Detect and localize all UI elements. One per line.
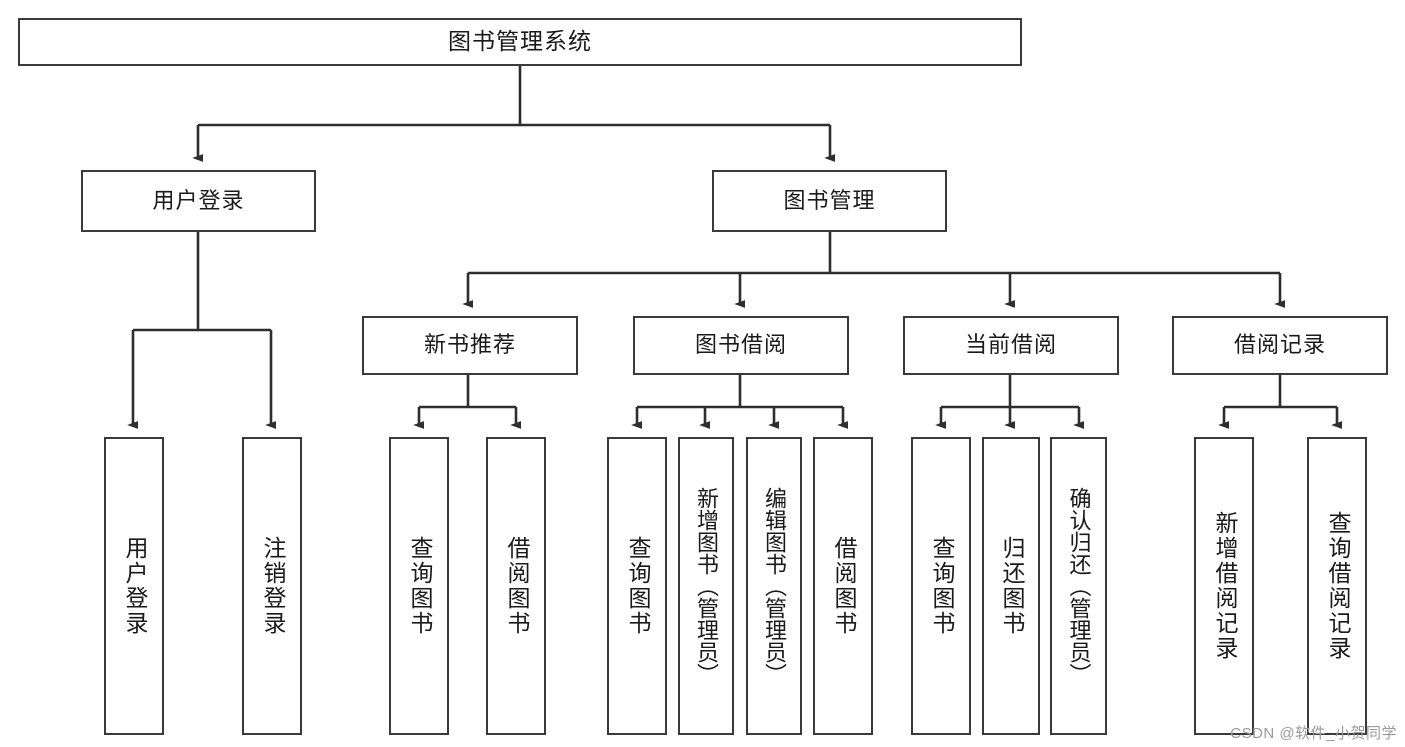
node-leaf-query-book-1[interactable]: 查询图书 bbox=[389, 437, 449, 735]
node-label: 借阅图书 bbox=[503, 536, 530, 636]
node-label: 新书推荐 bbox=[423, 332, 516, 358]
node-leaf-edit-book[interactable]: 编辑图书（管理员） bbox=[746, 437, 802, 735]
node-current-borrow[interactable]: 当前借阅 bbox=[903, 316, 1119, 375]
node-label: 当前借阅 bbox=[964, 332, 1057, 358]
node-leaf-user-login[interactable]: 用户登录 bbox=[104, 437, 164, 735]
node-leaf-add-record[interactable]: 新增借阅记录 bbox=[1194, 437, 1254, 735]
node-leaf-confirm-return[interactable]: 确认归还（管理员） bbox=[1050, 437, 1107, 735]
node-book-borrow[interactable]: 图书借阅 bbox=[633, 316, 849, 375]
node-label: 图书借阅 bbox=[694, 332, 787, 358]
node-label: 查询图书 bbox=[928, 536, 955, 636]
node-label: 编辑图书（管理员） bbox=[761, 487, 787, 685]
node-book-manage[interactable]: 图书管理 bbox=[712, 170, 947, 232]
node-leaf-logout-login[interactable]: 注销登录 bbox=[242, 437, 302, 735]
node-label: 查询借阅记录 bbox=[1324, 511, 1351, 661]
node-label: 新增图书（管理员） bbox=[693, 487, 719, 685]
watermark: CSDN @软件_小贺同学 bbox=[1230, 725, 1397, 742]
node-leaf-add-book[interactable]: 新增图书（管理员） bbox=[678, 437, 734, 735]
node-label: 确认归还（管理员） bbox=[1066, 487, 1092, 685]
node-leaf-query-book-3[interactable]: 查询图书 bbox=[911, 437, 971, 735]
node-leaf-borrow-book-1[interactable]: 借阅图书 bbox=[486, 437, 546, 735]
node-label: 新增借阅记录 bbox=[1211, 511, 1238, 661]
node-label: 归还图书 bbox=[998, 536, 1025, 636]
node-user-login[interactable]: 用户登录 bbox=[81, 170, 316, 232]
node-root-book-management-system[interactable]: 图书管理系统 bbox=[18, 18, 1022, 66]
node-leaf-borrow-book-2[interactable]: 借阅图书 bbox=[813, 437, 873, 735]
node-leaf-query-book-2[interactable]: 查询图书 bbox=[607, 437, 667, 735]
node-label: 用户登录 bbox=[121, 536, 148, 636]
node-label: 借阅图书 bbox=[830, 536, 857, 636]
node-label: 注销登录 bbox=[259, 536, 286, 636]
node-label: 查询图书 bbox=[624, 536, 651, 636]
node-leaf-return-book[interactable]: 归还图书 bbox=[982, 437, 1040, 735]
node-leaf-query-record[interactable]: 查询借阅记录 bbox=[1307, 437, 1367, 735]
node-new-book-recommend[interactable]: 新书推荐 bbox=[362, 316, 578, 375]
node-label: 图书管理系统 bbox=[448, 28, 592, 55]
node-label: 图书管理 bbox=[783, 187, 876, 213]
node-label: 用户登录 bbox=[152, 187, 245, 213]
node-label: 查询图书 bbox=[406, 536, 433, 636]
node-borrow-record[interactable]: 借阅记录 bbox=[1172, 316, 1388, 375]
node-label: 借阅记录 bbox=[1233, 332, 1326, 358]
